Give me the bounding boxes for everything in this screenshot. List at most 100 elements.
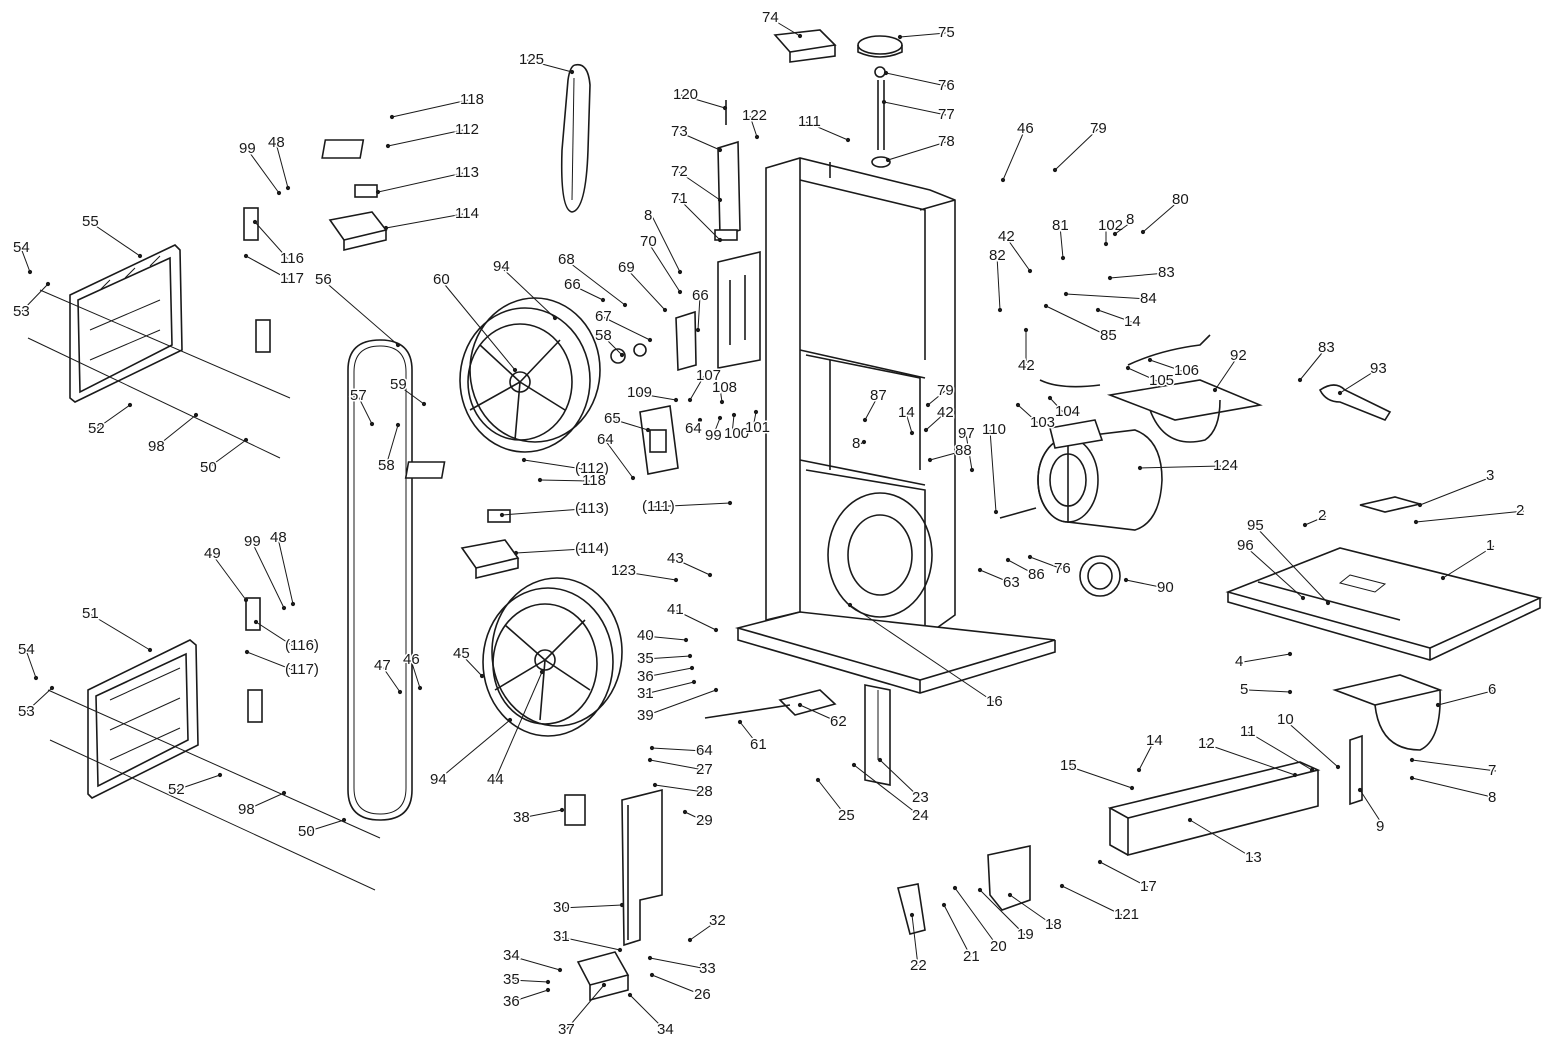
callout-label-51: 93 xyxy=(1370,360,1387,377)
leader-line-25 xyxy=(1059,225,1064,259)
callout-label-121: 94 xyxy=(430,771,447,788)
leader-line-120 xyxy=(739,721,759,746)
leader-dot-85 xyxy=(1325,600,1331,606)
leader-line-126 xyxy=(684,811,705,822)
callout-label-104: 40 xyxy=(637,627,654,644)
callout-label-37: 60 xyxy=(433,271,450,288)
leader-dot-71 xyxy=(1137,465,1143,471)
leader-line-3 xyxy=(883,101,947,116)
leader-line-115 xyxy=(175,774,221,791)
leader-dot-74 xyxy=(127,402,133,408)
leader-line-31 xyxy=(1097,309,1133,323)
leader-line-33 xyxy=(89,221,141,257)
leader-dot-87 xyxy=(1440,575,1446,581)
leader-dot-63 xyxy=(697,417,703,423)
callout-label-100: 53 xyxy=(18,703,35,720)
pulley-90 xyxy=(1079,555,1121,597)
leader-line-15 xyxy=(678,198,721,241)
callout-label-8: 111 xyxy=(798,113,821,130)
leader-dot-126 xyxy=(682,809,688,815)
callout-label-52: 107 xyxy=(696,367,721,384)
callout-label-123: 64 xyxy=(696,742,713,759)
leader-line-13 xyxy=(678,131,721,151)
leader-line-69 xyxy=(1017,404,1039,424)
leader-line-94 xyxy=(979,569,1012,584)
callout-label-68: 110 xyxy=(982,421,1006,438)
leader-line-151 xyxy=(1061,885,1123,916)
callout-label-26: 42 xyxy=(998,228,1015,245)
leader-line-71 xyxy=(1139,465,1222,469)
leader-line-41 xyxy=(625,267,666,311)
leader-line-40 xyxy=(571,284,604,301)
leader-line-137 xyxy=(853,764,921,817)
leader-dot-6 xyxy=(722,105,728,111)
leader-dot-14 xyxy=(717,197,723,203)
leader-line-17 xyxy=(1054,128,1099,171)
leader-dot-52 xyxy=(687,397,693,403)
callout-label-10: 112 xyxy=(455,121,479,138)
leader-dot-127 xyxy=(559,807,565,813)
leader-line-134 xyxy=(1411,777,1497,799)
leader-dot-83 xyxy=(1302,522,1308,528)
callout-label-47: 106 xyxy=(1174,362,1199,379)
leader-dot-56 xyxy=(925,402,931,408)
callout-label-132: 10 xyxy=(1277,711,1294,728)
leader-line-113 xyxy=(410,659,421,689)
leader-line-73 xyxy=(929,450,964,461)
leader-dot-4 xyxy=(885,157,891,163)
leader-dot-2 xyxy=(883,70,889,76)
leader-dot-79 xyxy=(537,477,543,483)
leader-line-108 xyxy=(644,689,717,717)
callout-label-73: 88 xyxy=(955,442,972,459)
leader-dot-42 xyxy=(677,289,683,295)
leader-line-93 xyxy=(674,558,711,576)
callout-label-139: 13 xyxy=(1245,849,1262,866)
callout-label-118: 16 xyxy=(986,693,1003,710)
leader-line-82 xyxy=(1419,475,1495,506)
leader-dot-69 xyxy=(1015,402,1021,408)
leader-line-75 xyxy=(155,414,197,448)
leader-dot-33 xyxy=(137,253,143,259)
leader-line-121 xyxy=(437,719,511,781)
leader-line-20 xyxy=(254,221,289,260)
callout-label-60: 59 xyxy=(390,376,407,393)
callout-label-75: 98 xyxy=(148,438,165,455)
callout-label-115: 52 xyxy=(168,781,185,798)
callout-label-126: 29 xyxy=(696,812,713,829)
leader-line-133 xyxy=(1411,759,1497,772)
leader-line-66 xyxy=(752,411,757,429)
callout-label-136: 25 xyxy=(838,807,855,824)
leader-line-99 xyxy=(25,649,37,679)
box-113-114-lower xyxy=(404,461,520,580)
leader-dot-67 xyxy=(969,467,975,473)
callout-label-41: 69 xyxy=(618,259,635,276)
callout-label-103: 41 xyxy=(667,601,684,618)
base-plate xyxy=(734,611,1056,694)
leader-dot-123 xyxy=(649,745,655,751)
plate-9 xyxy=(1349,734,1363,806)
leader-line-10 xyxy=(387,129,464,147)
leader-dot-151 xyxy=(1059,883,1065,889)
callout-label-28: 83 xyxy=(1158,264,1175,281)
callout-label-38: 94 xyxy=(493,258,510,275)
callout-label-49: 92 xyxy=(1230,347,1247,364)
leader-line-125 xyxy=(654,784,705,793)
leader-dot-27 xyxy=(997,307,1003,313)
leader-line-0 xyxy=(769,17,801,37)
callout-label-142: 32 xyxy=(709,912,726,929)
callout-label-77: 64 xyxy=(597,431,614,448)
leader-dot-109 xyxy=(1287,651,1293,657)
leader-line-98 xyxy=(89,613,151,651)
leader-line-149 xyxy=(565,984,605,1031)
leader-line-114 xyxy=(460,653,483,677)
leader-line-34 xyxy=(20,247,31,273)
leader-dot-128 xyxy=(1136,767,1142,773)
callout-label-16: 46 xyxy=(1017,120,1034,137)
main-frame xyxy=(765,157,956,641)
leader-line-67 xyxy=(965,433,973,471)
lever-93 xyxy=(1318,384,1392,421)
leader-dot-49 xyxy=(1212,387,1218,393)
leader-line-123 xyxy=(651,747,705,752)
leader-line-12 xyxy=(385,213,464,229)
callout-label-65: 100 xyxy=(724,425,749,442)
